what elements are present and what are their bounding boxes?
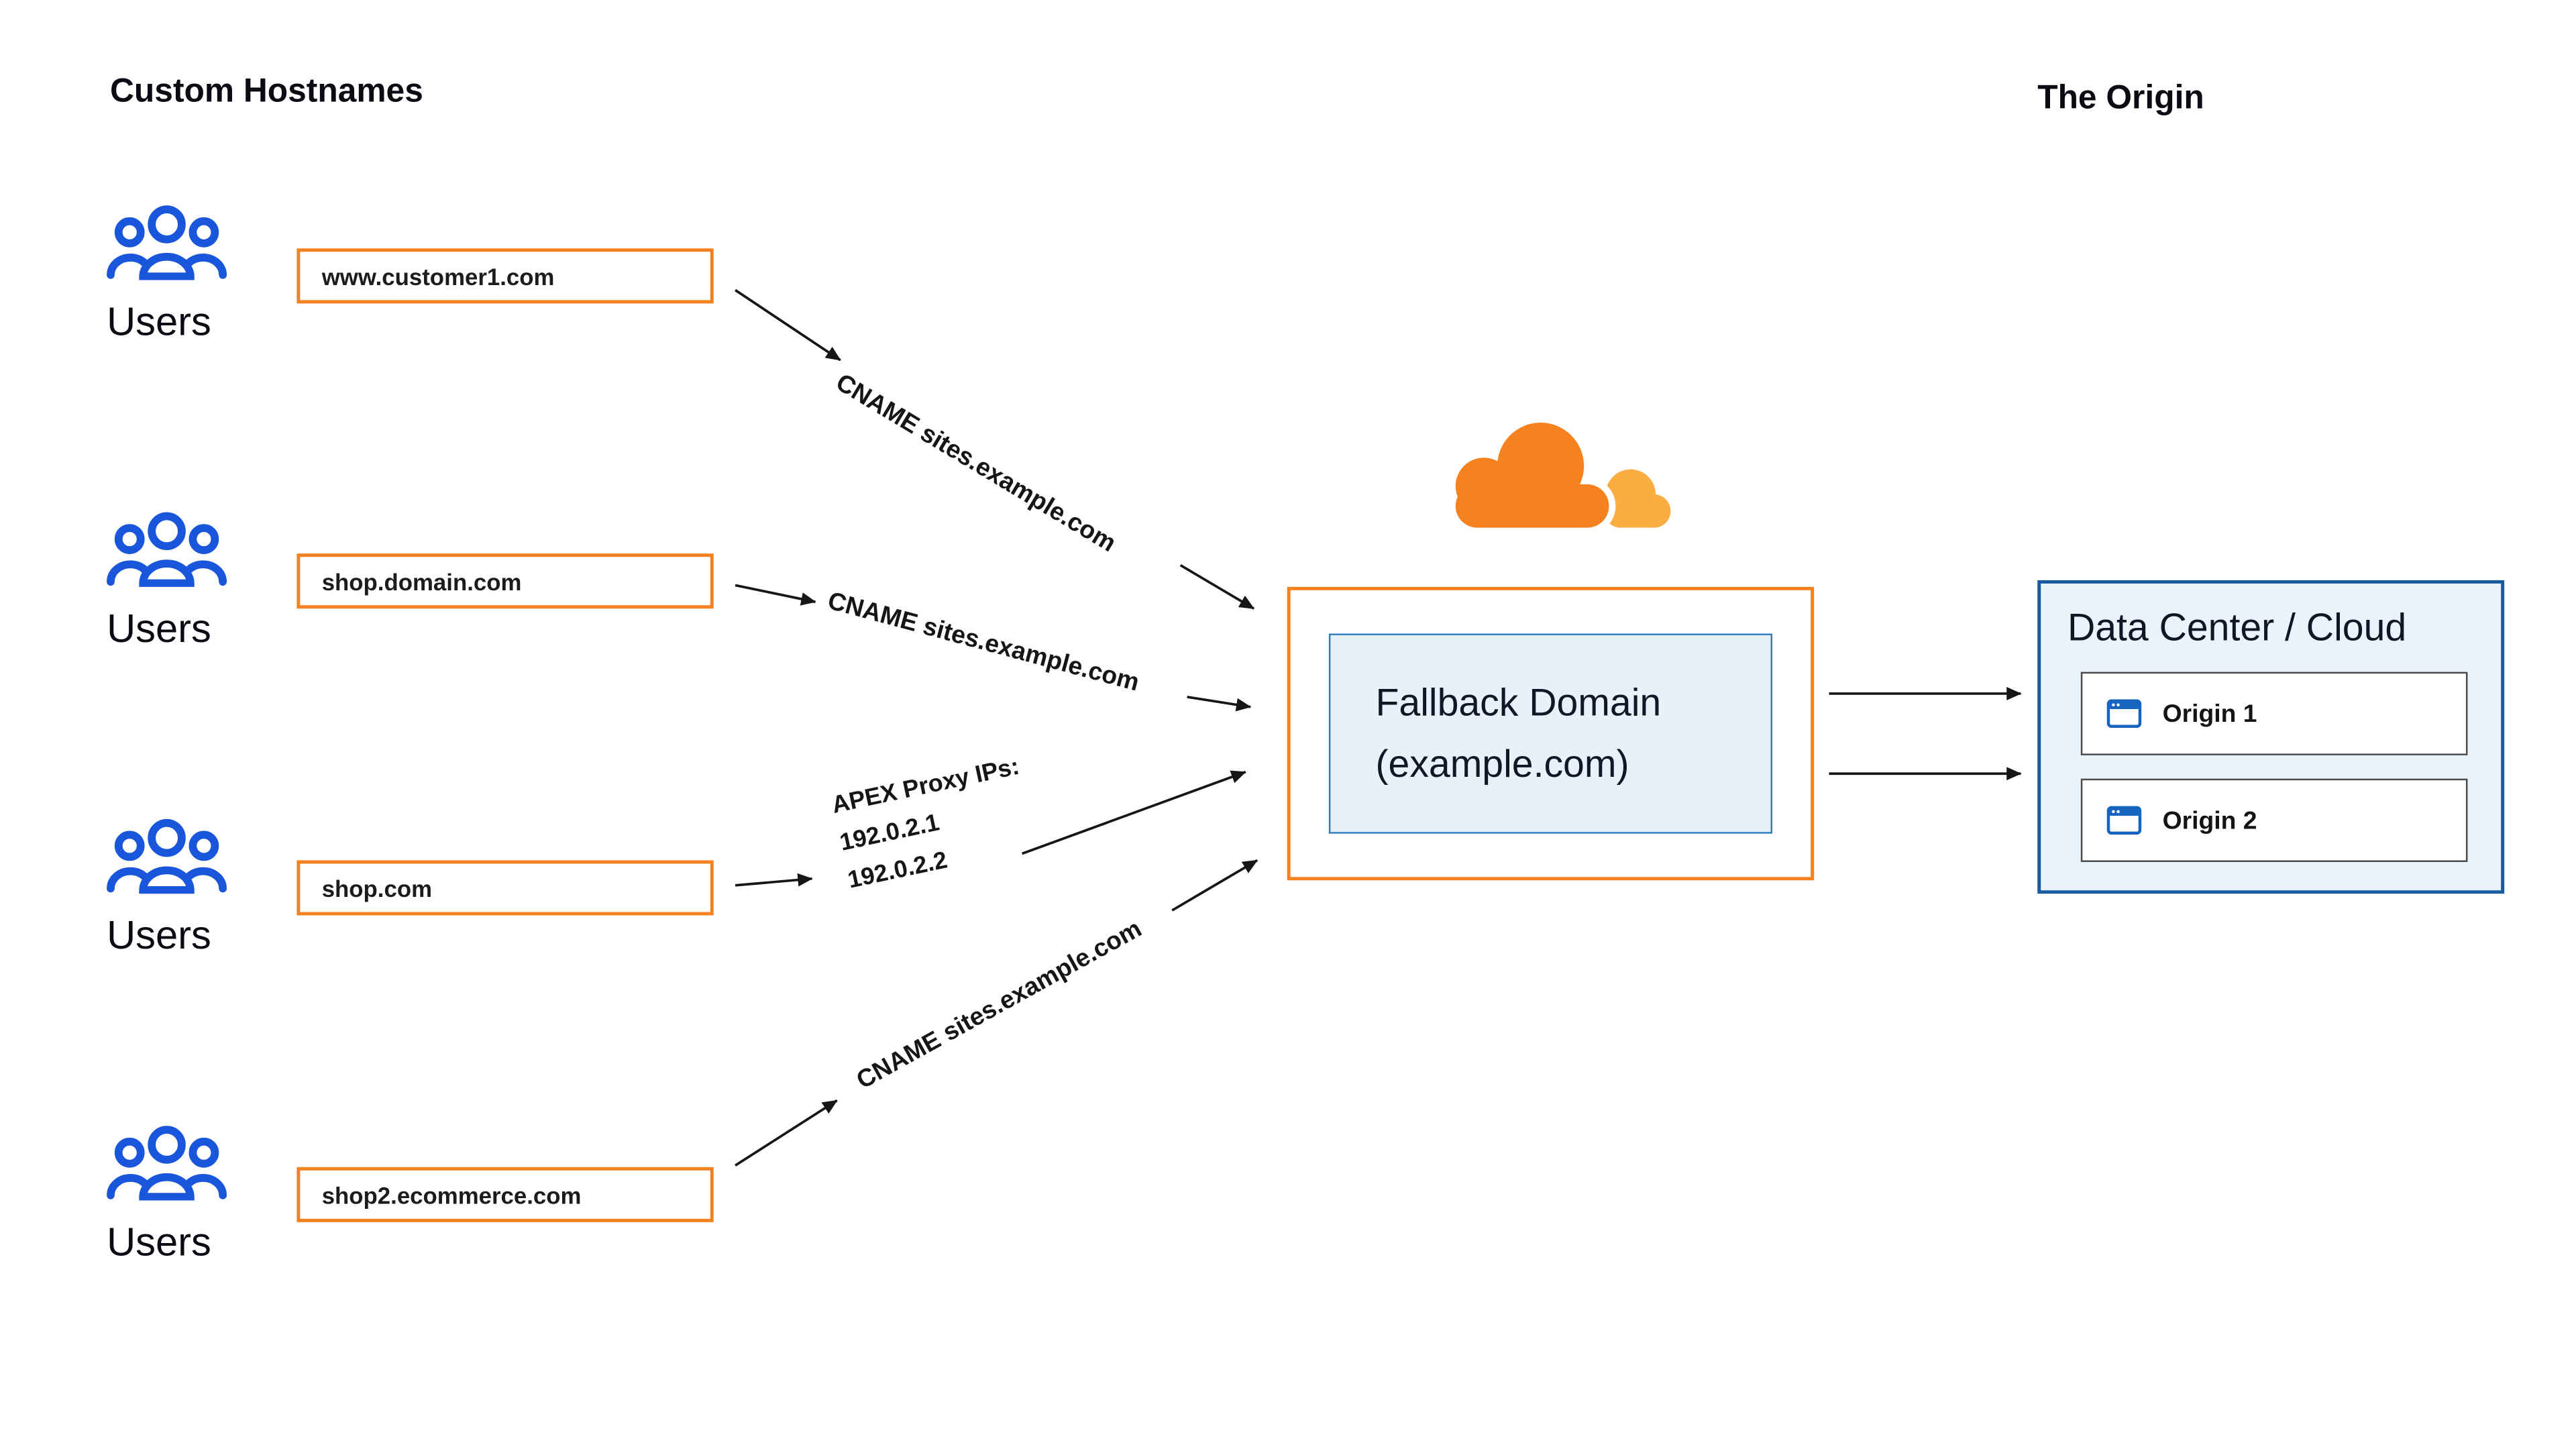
- hostname-box-shop-domain: shop.domain.com: [297, 553, 714, 609]
- data-center-title: Data Center / Cloud: [2067, 605, 2407, 649]
- users-group-2: Users: [107, 511, 274, 654]
- arrow-cname1-start: [735, 288, 841, 362]
- the-origin-title: The Origin: [2037, 80, 2204, 117]
- hostname-label: shop.domain.com: [321, 568, 522, 595]
- apex-proxy-label: APEX Proxy IPs: 192.0.2.1 192.0.2.2: [828, 749, 1039, 902]
- arrow-apex-start: [735, 873, 813, 887]
- arrow-apex-end: [1021, 770, 1246, 855]
- users-icon: [107, 818, 227, 894]
- users-icon: [107, 512, 227, 587]
- hostname-label: www.customer1.com: [321, 262, 555, 290]
- arrow-cname2-end: [1187, 696, 1252, 712]
- data-center-box: Data Center / Cloud Origin 1 Origin 2: [2037, 580, 2505, 894]
- browser-window-icon: [2106, 699, 2142, 729]
- users-group-3: Users: [107, 817, 274, 961]
- browser-window-icon: [2106, 806, 2142, 835]
- cloudflare-logo-icon: [1448, 416, 1671, 535]
- custom-hostnames-title: Custom Hostnames: [110, 73, 423, 111]
- fallback-domain-outer-box: Fallback Domain (example.com): [1287, 586, 1815, 881]
- users-icon: [107, 205, 227, 280]
- arrow-cname1-end: [1179, 564, 1255, 610]
- hostname-box-shop2-ecommerce: shop2.ecommerce.com: [297, 1167, 714, 1222]
- users-label: Users: [107, 1220, 211, 1266]
- origin-label: Origin 1: [2162, 699, 2257, 728]
- origin-1-box: Origin 1: [2080, 672, 2468, 755]
- fallback-domain-box: Fallback Domain (example.com): [1328, 633, 1773, 834]
- arrow-cname3-start: [735, 1099, 838, 1167]
- users-label: Users: [107, 914, 211, 959]
- cname-label-1: CNAME sites.example.com: [830, 368, 1121, 559]
- arrow-cname2-start: [735, 584, 816, 606]
- origin-2-box: Origin 2: [2080, 778, 2468, 862]
- origin-label: Origin 2: [2162, 806, 2257, 835]
- hostname-box-customer1: www.customer1.com: [297, 248, 714, 304]
- cname-label-2: CNAME sites.example.com: [824, 586, 1142, 698]
- users-group-1: Users: [107, 203, 274, 347]
- users-label: Users: [107, 300, 211, 345]
- users-icon: [107, 1126, 227, 1201]
- cname-label-3: CNAME sites.example.com: [852, 914, 1147, 1095]
- users-group-4: Users: [107, 1124, 274, 1267]
- fallback-domain-line1: Fallback Domain: [1375, 680, 1662, 724]
- fallback-domain-line2: (example.com): [1375, 742, 1629, 786]
- users-label: Users: [107, 606, 211, 652]
- hostname-label: shop.com: [321, 874, 433, 902]
- hostname-label: shop2.ecommerce.com: [321, 1181, 582, 1208]
- arrow-cname3-end: [1171, 859, 1258, 912]
- hostname-box-shop: shop.com: [297, 860, 714, 916]
